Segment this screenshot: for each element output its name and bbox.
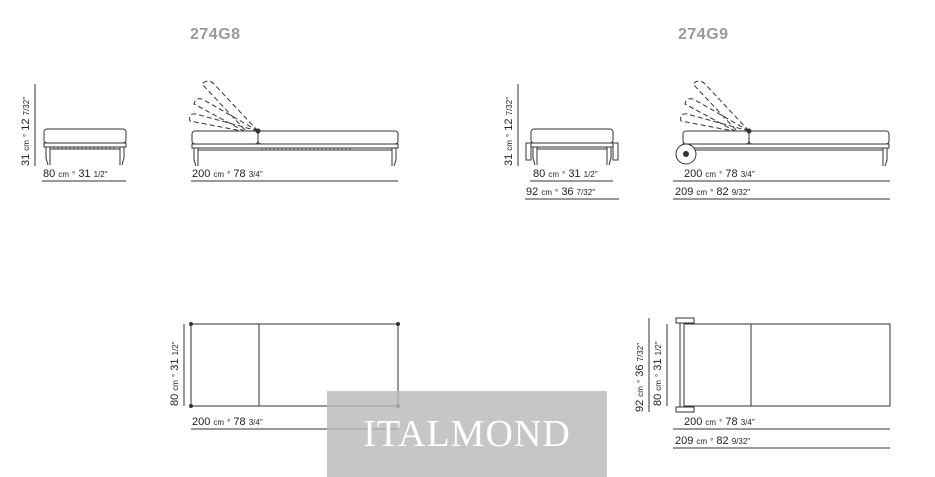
g9-plan-width-label: 80 cm ° 31 1/2" <box>652 341 664 406</box>
g8-length-label: 200 cm ° 78 3/4" <box>192 168 263 180</box>
g8-end-view <box>43 128 127 166</box>
g9-plan-view <box>675 317 891 413</box>
g9-side-width-label: 80 cm ° 31 1/2" <box>533 168 598 180</box>
g8-plan-length-label: 200 cm ° 78 3/4" <box>192 416 263 428</box>
g9-side-width-total-label: 92 cm ° 36 7/32" <box>526 186 596 198</box>
g8-side-height-label: 31 cm ° 12 7/32" <box>20 96 32 166</box>
watermark-text: ITALMOND <box>363 413 571 455</box>
g9-length-total-label: 209 cm ° 82 9/32" <box>675 186 751 198</box>
model-code-274g9: 274G9 <box>678 26 729 43</box>
g9-side-height-label: 31 cm ° 12 7/32" <box>503 96 515 166</box>
g8-long-view <box>189 80 399 167</box>
g9-length-label: 200 cm ° 78 3/4" <box>684 168 755 180</box>
g9-long-view <box>675 80 890 167</box>
g9-plan-length-total-label: 209 cm ° 82 9/32" <box>675 435 751 447</box>
g8-plan-width-label: 80 cm ° 31 1/2" <box>169 341 181 406</box>
g9-end-view <box>525 128 619 166</box>
model-code-274g8: 274G8 <box>190 26 241 43</box>
g9-plan-width-total-label: 92 cm ° 36 7/32" <box>634 342 646 412</box>
g9-plan-length-label: 200 cm ° 78 3/4" <box>684 416 755 428</box>
watermark: ITALMOND <box>327 391 607 477</box>
g8-side-width-label: 80 cm ° 31 1/2" <box>43 168 108 180</box>
